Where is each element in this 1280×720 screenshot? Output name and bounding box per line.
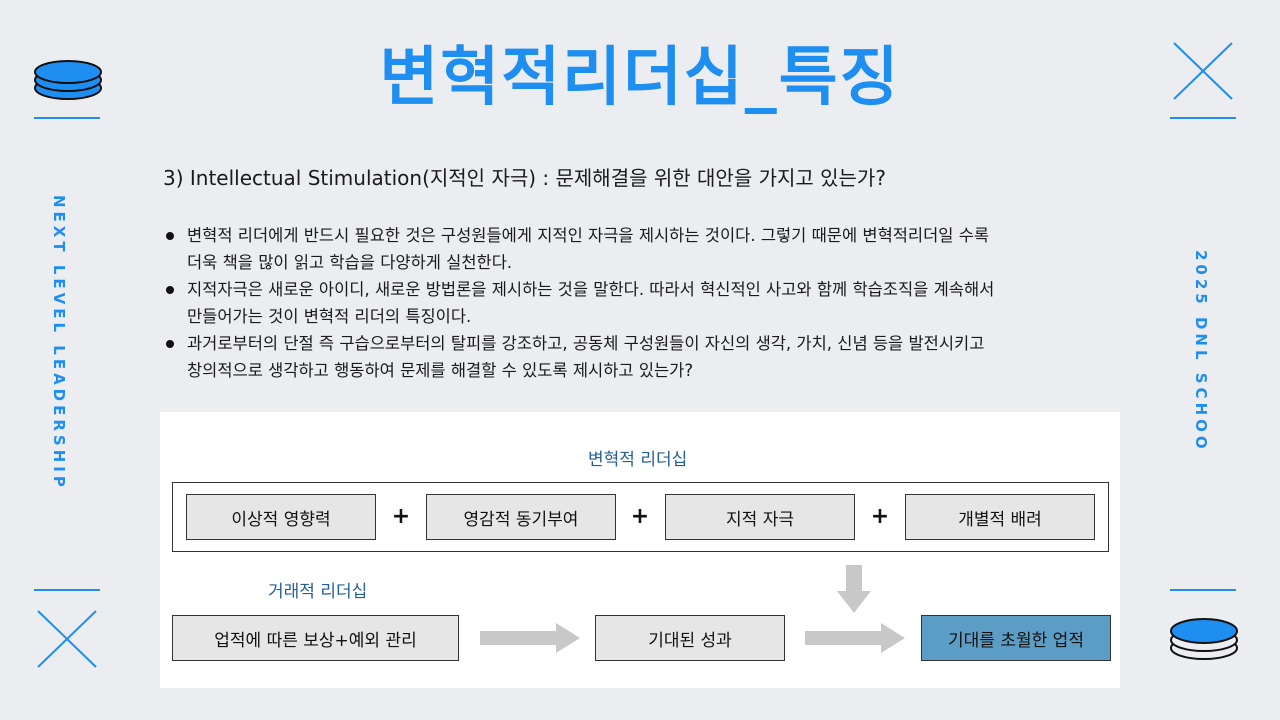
page-title: 변혁적리더십_특징: [379, 41, 901, 115]
cross-icon: [37, 610, 97, 668]
beyond-expectation-box: 기대를 초월한 업적: [921, 615, 1111, 661]
inspirational-motivation-box: 영감적 동기부여: [426, 494, 616, 540]
divider-line: [1170, 589, 1236, 591]
bullet-dot-icon: [166, 232, 174, 240]
divider-line: [34, 589, 100, 591]
down-arrow-icon: [837, 565, 871, 613]
bullet-line: 변혁적 리더에게 반드시 필요한 것은 구성원들에게 지적인 자극을 제시하는 …: [187, 226, 990, 245]
individualized-consideration-box: 개별적 배려: [905, 494, 1095, 540]
idealized-influence-box: 이상적 영향력: [186, 494, 376, 540]
divider-line: [1170, 117, 1236, 119]
bullet-line: 창의적으로 생각하고 행동하여 문제를 해결할 수 있도록 제시하고 있는가?: [187, 361, 694, 380]
right-arrow-icon: [480, 623, 580, 653]
plus-sign: +: [391, 504, 411, 529]
leadership-diagram: 변혁적 리더십 이상적 영향력 + 영감적 동기부여 + 지적 자극 + 개별적…: [160, 412, 1120, 688]
bullet-line: 더욱 책을 많이 읽고 학습을 다양하게 실천한다.: [187, 253, 513, 272]
bullet-list: 변혁적 리더에게 반드시 필요한 것은 구성원들에게 지적인 자극을 제시하는 …: [163, 222, 1153, 384]
bullet-dot-icon: [166, 340, 174, 348]
stacked-discs-icon: [1170, 618, 1238, 660]
bullet-line: 만들어가는 것이 변혁적 리더의 특징이다.: [187, 307, 472, 326]
cross-icon: [1173, 42, 1233, 100]
right-arrow-icon: [805, 623, 905, 653]
transactional-label: 거래적 리더십: [268, 582, 368, 602]
side-label-right: 2025 DNL SCHOO: [1192, 250, 1210, 453]
divider-line: [34, 117, 100, 119]
contingent-reward-box: 업적에 따른 보상+예외 관리: [172, 615, 459, 661]
expected-performance-box: 기대된 성과: [595, 615, 785, 661]
transformational-group: [172, 482, 1109, 552]
bullet-item: 과거로부터의 단절 즉 구습으로부터의 탈피를 강조하고, 공동체 구성원들이 …: [163, 330, 1153, 384]
stacked-discs-icon: [34, 60, 102, 100]
bullet-item: 지적자극은 새로운 아이디, 새로운 방법론을 제시하는 것을 말한다. 따라서…: [163, 276, 1153, 330]
bullet-line: 지적자극은 새로운 아이디, 새로운 방법론을 제시하는 것을 말한다. 따라서…: [187, 280, 995, 299]
plus-sign: +: [870, 504, 890, 529]
side-label-left: NEXT LEVEL LEADERSHIP: [50, 195, 68, 491]
plus-sign: +: [630, 504, 650, 529]
bullet-item: 변혁적 리더에게 반드시 필요한 것은 구성원들에게 지적인 자극을 제시하는 …: [163, 222, 1153, 276]
transformational-label: 변혁적 리더십: [588, 450, 688, 470]
section-subtitle: 3) Intellectual Stimulation(지적인 자극) : 문제…: [163, 166, 886, 190]
bullet-line: 과거로부터의 단절 즉 구습으로부터의 탈피를 강조하고, 공동체 구성원들이 …: [187, 334, 985, 353]
bullet-dot-icon: [166, 286, 174, 294]
intellectual-stimulation-box: 지적 자극: [665, 494, 855, 540]
